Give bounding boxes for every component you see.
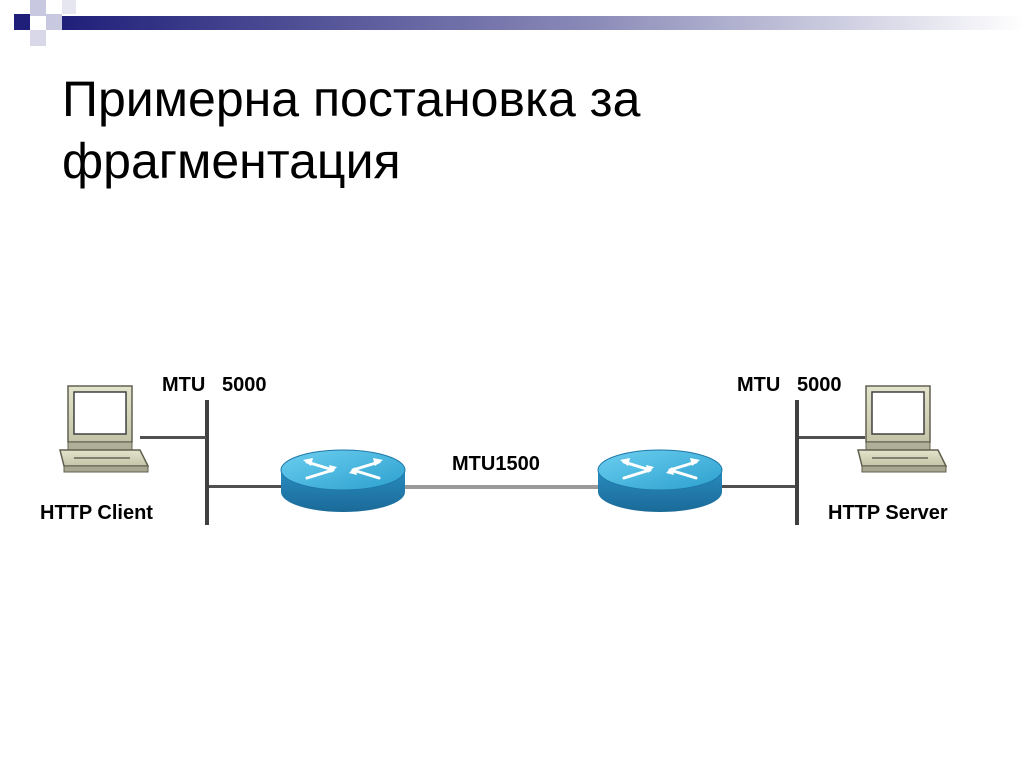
server-mtu-label: MTU 5000 xyxy=(737,374,841,396)
deco-square xyxy=(62,0,76,14)
link-mtu-label: MTU1500 xyxy=(452,453,540,475)
header-gradient-bar xyxy=(60,16,1024,30)
server-label: HTTP Server xyxy=(828,502,948,524)
header-decoration xyxy=(14,0,1024,46)
deco-square xyxy=(46,14,62,30)
client-segment-line xyxy=(205,400,209,525)
network-diagram: MTU 5000 MTU 5000 MTU1500 HTTP Client HT… xyxy=(40,374,948,525)
slide-title: Примерна постановка за фрагментация xyxy=(62,71,641,189)
server-router-link xyxy=(720,485,795,488)
router-icon xyxy=(280,449,406,512)
client-label: HTTP Client xyxy=(40,502,153,524)
deco-square xyxy=(14,14,30,30)
server-segment-line xyxy=(795,400,799,525)
client-link xyxy=(140,436,206,439)
client-mtu-label: MTU 5000 xyxy=(162,374,266,396)
router-icon xyxy=(597,449,723,512)
server-link xyxy=(799,436,865,439)
wan-link xyxy=(402,485,602,489)
deco-square xyxy=(30,0,46,16)
client-router-link xyxy=(209,485,284,488)
client-computer-icon xyxy=(59,385,150,473)
server-computer-icon xyxy=(857,385,948,473)
deco-square xyxy=(30,30,46,46)
